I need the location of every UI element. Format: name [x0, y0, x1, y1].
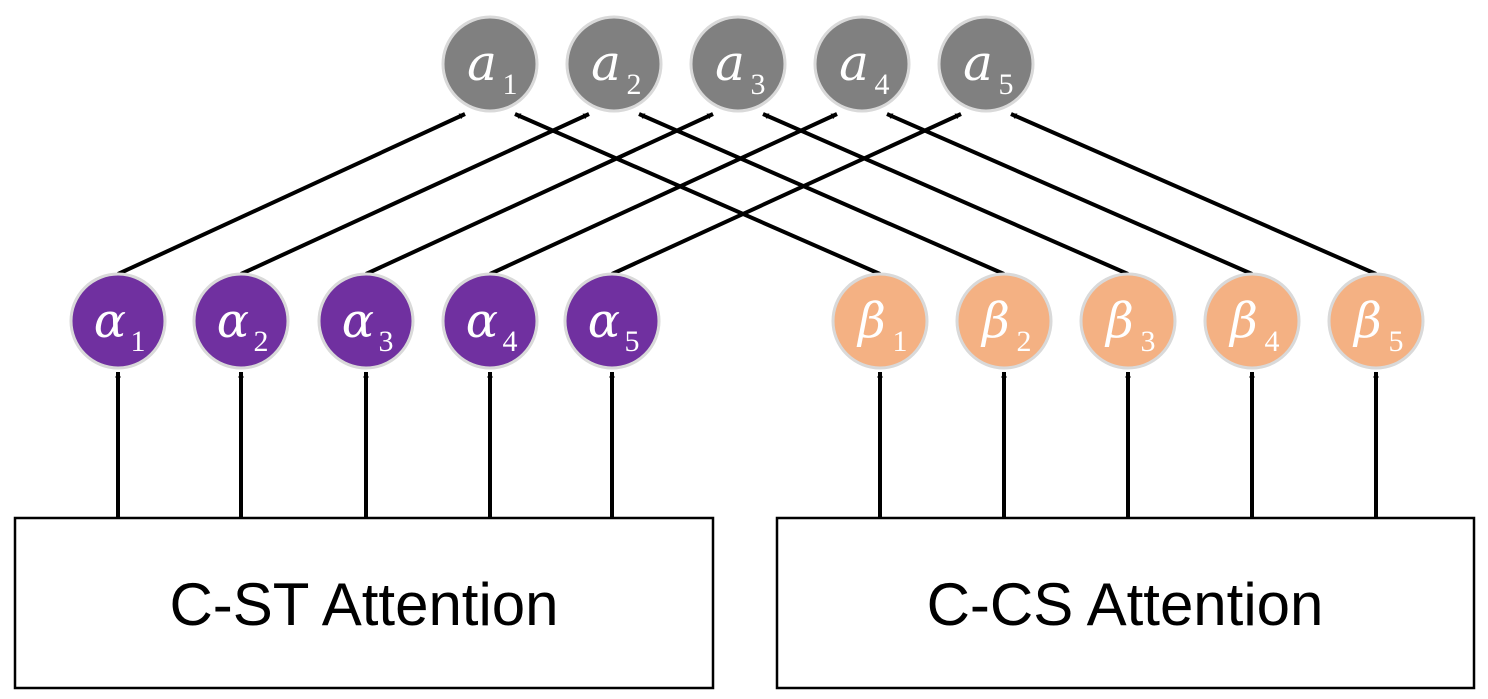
- c-cs-attention-label: C-CS Attention: [927, 571, 1324, 638]
- beta-node-4-label: β: [1228, 293, 1258, 349]
- output-node-a4-circle: [813, 15, 911, 113]
- c-st-attention-box: C-ST Attention: [13, 516, 715, 690]
- output-node-a5-subscript: 5: [999, 68, 1014, 101]
- beta-node-5-circle: [1327, 272, 1425, 370]
- output-node-a5-label: a: [963, 34, 993, 92]
- beta-node-2-subscript: 2: [1017, 325, 1032, 358]
- edge-beta4-to-a4: [886, 112, 1253, 276]
- output-node-a4-label: a: [839, 34, 869, 92]
- edge-beta2-to-a2: [638, 112, 1005, 276]
- beta-node-2-label: β: [980, 293, 1010, 349]
- alpha-node-3-subscript: 3: [379, 325, 394, 358]
- edge-alpha1-to-a1: [117, 112, 466, 276]
- edge-alpha2-to-a2: [240, 112, 590, 276]
- c-st-attention-label: C-ST Attention: [169, 571, 558, 638]
- alpha-node-3-circle: [317, 272, 415, 370]
- output-node-a3-circle: [689, 15, 787, 113]
- beta-node-5-label: β: [1352, 293, 1382, 349]
- alpha-node-1-label: α: [94, 293, 126, 349]
- output-node-a2-subscript: 2: [627, 68, 642, 101]
- edge-beta1-to-a1: [514, 112, 881, 276]
- alpha-node-1-subscript: 1: [131, 325, 146, 358]
- output-node-a4-subscript: 4: [875, 68, 890, 101]
- beta-node-3-subscript: 3: [1141, 325, 1156, 358]
- beta-node-2-circle: [955, 272, 1053, 370]
- alpha-node-1-circle: [69, 272, 167, 370]
- beta-node-3-label: β: [1104, 293, 1134, 349]
- c-cs-attention-box: C-CS Attention: [775, 516, 1476, 690]
- edge-alpha5-to-a5: [611, 112, 962, 276]
- output-node-a5-circle: [937, 15, 1035, 113]
- output-node-a3-label: a: [715, 34, 745, 92]
- output-node-a2-circle: [565, 15, 663, 113]
- c-st-attention-box-frame: [13, 516, 715, 690]
- edge-alpha4-to-a4: [489, 112, 838, 276]
- alpha-node-2-circle: [192, 272, 290, 370]
- alpha-node-3-label: α: [342, 293, 374, 349]
- edge-beta3-to-a3: [762, 112, 1129, 276]
- beta-node-4-subscript: 4: [1265, 325, 1280, 358]
- beta-node-3-circle: [1079, 272, 1177, 370]
- output-node-a3-subscript: 3: [751, 68, 766, 101]
- c-cs-attention-box-frame: [775, 516, 1476, 690]
- edge-alpha3-to-a3: [365, 112, 714, 276]
- alpha-node-5-label: α: [588, 293, 620, 349]
- alpha-node-5-subscript: 5: [625, 325, 640, 358]
- alpha-node-2-label: α: [217, 293, 249, 349]
- output-node-a1-circle: [441, 15, 539, 113]
- alpha-node-5-circle: [563, 272, 661, 370]
- alpha-node-4-label: α: [466, 293, 498, 349]
- edge-beta5-to-a5: [1010, 112, 1377, 276]
- beta-node-1-circle: [831, 272, 929, 370]
- output-node-a1-subscript: 1: [503, 68, 518, 101]
- beta-node-4-circle: [1203, 272, 1301, 370]
- alpha-node-4-subscript: 4: [503, 325, 518, 358]
- alpha-node-2-subscript: 2: [254, 325, 269, 358]
- output-node-a2-label: a: [591, 34, 621, 92]
- beta-node-1-label: β: [856, 293, 886, 349]
- beta-node-1-subscript: 1: [893, 325, 908, 358]
- alpha-node-4-circle: [441, 272, 539, 370]
- edges-group: [115, 112, 1379, 518]
- output-node-a1-label: a: [467, 34, 497, 92]
- beta-node-5-subscript: 5: [1389, 325, 1404, 358]
